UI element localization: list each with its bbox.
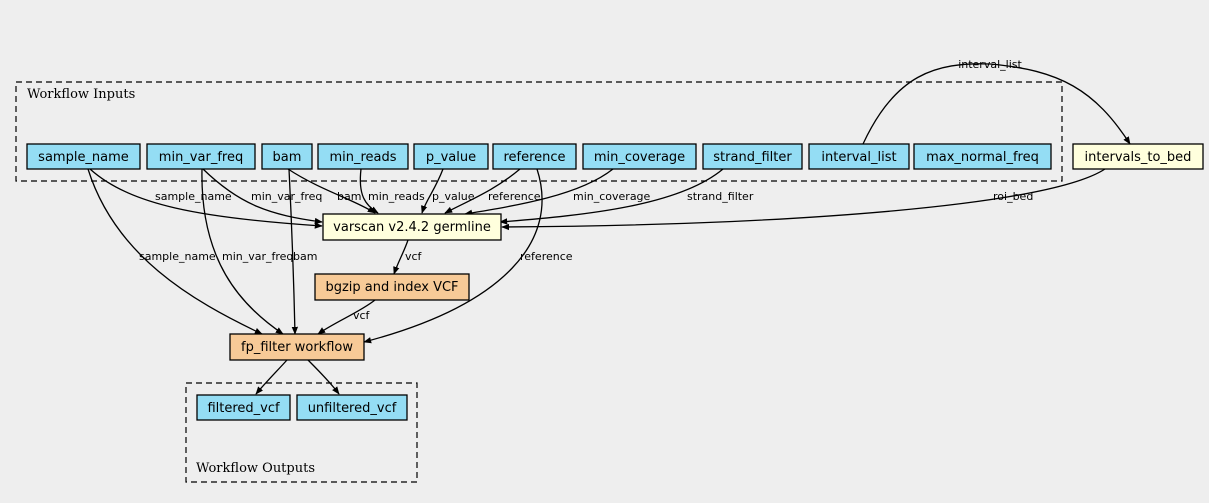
step-fp-filter-workflow[interactable]: fp_filter workflow	[229, 333, 365, 361]
step-bgzip-index-vcf-label: bgzip and index VCF	[325, 280, 458, 295]
input-min-reads-label: min_reads	[329, 150, 396, 165]
input-bam-label: bam	[273, 150, 302, 165]
input-sample-name[interactable]: sample_name	[26, 143, 141, 170]
input-min-reads[interactable]: min_reads	[317, 143, 409, 170]
step-nodes: intervals_to_bed varscan v2.4.2 germline…	[229, 143, 1204, 361]
input-nodes: sample_name min_var_freq bam min_reads p…	[26, 143, 1052, 170]
edge-label-strand-filter-varscan: strand_filter	[687, 190, 754, 203]
output-unfiltered-vcf[interactable]: unfiltered_vcf	[296, 394, 408, 421]
input-min-var-freq[interactable]: min_var_freq	[146, 143, 256, 170]
input-max-normal-freq[interactable]: max_normal_freq	[913, 143, 1052, 170]
edge-sample-name-to-fp-filter	[87, 168, 263, 335]
edge-label-reference-fp: reference	[520, 250, 573, 263]
edge-bgzip-to-fp-filter	[317, 299, 376, 335]
input-strand-filter-label: strand_filter	[713, 150, 792, 165]
input-interval-list-label: interval_list	[821, 150, 896, 165]
edge-fp-filter-to-filtered-vcf	[255, 359, 288, 395]
workflow-inputs-title: Workflow Inputs	[27, 87, 135, 102]
edge-label-sample-name-varscan: sample_name	[155, 190, 232, 203]
step-fp-filter-workflow-label: fp_filter workflow	[241, 340, 353, 355]
step-varscan-germline-label: varscan v2.4.2 germline	[333, 220, 491, 235]
edge-varscan-to-bgzip	[393, 239, 409, 275]
input-p-value[interactable]: p_value	[413, 143, 489, 170]
edge-bam-to-varscan	[287, 168, 376, 214]
edge-strand-filter-to-varscan	[499, 168, 724, 225]
step-varscan-germline[interactable]: varscan v2.4.2 germline	[322, 213, 502, 241]
edge-label-interval-list: interval_list	[958, 58, 1022, 71]
edge-sample-name-to-varscan	[89, 168, 323, 229]
edge-bam-to-fp-filter	[288, 168, 299, 335]
edge-interval-list-to-intervals-to-bed	[862, 63, 1131, 145]
edge-min-var-freq-to-fp-filter	[201, 168, 284, 335]
output-filtered-vcf-label: filtered_vcf	[207, 401, 280, 416]
step-intervals-to-bed-label: intervals_to_bed	[1085, 150, 1192, 165]
step-intervals-to-bed[interactable]: intervals_to_bed	[1072, 143, 1204, 170]
input-sample-name-label: sample_name	[38, 150, 129, 165]
edge-label-p-value-varscan: p_value	[432, 190, 475, 203]
edge-label-min-var-freq-varscan: min_var_freq	[251, 190, 322, 203]
edge-label-bam-fp: bam	[293, 250, 317, 263]
edge-label-min-var-freq-fp: min_var_freq	[222, 250, 293, 263]
edge-min-coverage-to-varscan	[464, 168, 614, 216]
edge-fp-filter-to-unfiltered-vcf	[307, 359, 340, 395]
edge-reference-to-varscan	[444, 168, 521, 214]
input-min-coverage-label: min_coverage	[594, 150, 685, 165]
input-p-value-label: p_value	[426, 150, 476, 165]
workflow-outputs-title: Workflow Outputs	[196, 461, 315, 476]
input-reference[interactable]: reference	[492, 143, 577, 170]
edge-label-reference-varscan: reference	[488, 190, 541, 203]
workflow-outputs-cluster: Workflow Outputs	[185, 382, 418, 483]
edge-min-var-freq-to-varscan	[202, 168, 323, 225]
input-interval-list[interactable]: interval_list	[808, 143, 910, 170]
input-max-normal-freq-label: max_normal_freq	[926, 150, 1039, 165]
edge-intervals-to-bed-to-varscan	[501, 168, 1106, 231]
input-min-coverage[interactable]: min_coverage	[582, 143, 697, 170]
edge-label-roi-bed: roi_bed	[993, 190, 1033, 203]
input-strand-filter[interactable]: strand_filter	[702, 143, 803, 170]
output-filtered-vcf[interactable]: filtered_vcf	[196, 394, 291, 421]
input-bam[interactable]: bam	[261, 143, 313, 170]
edge-label-sample-name-fp: sample_name	[139, 250, 216, 263]
edge-label-min-reads-varscan: min_reads	[368, 190, 425, 203]
edge-p-value-to-varscan	[421, 168, 444, 214]
workflow-inputs-cluster: Workflow Inputs	[15, 81, 1063, 182]
edge-label-bam-varscan: bam	[337, 190, 361, 203]
output-unfiltered-vcf-label: unfiltered_vcf	[308, 401, 397, 416]
edge-label-min-coverage-varscan: min_coverage	[573, 190, 651, 203]
output-nodes: filtered_vcf unfiltered_vcf	[196, 394, 408, 421]
step-bgzip-index-vcf[interactable]: bgzip and index VCF	[314, 273, 470, 301]
edge-label-vcf-varscan-bgzip: vcf	[405, 250, 423, 263]
edge-reference-to-fp-filter	[363, 168, 543, 344]
input-reference-label: reference	[503, 150, 565, 165]
edge-min-reads-to-varscan	[359, 168, 379, 214]
input-min-var-freq-label: min_var_freq	[159, 150, 243, 165]
edges: interval_list sample_name min_var_freq b…	[87, 58, 1131, 395]
edge-label-vcf-bgzip-fp: vcf	[353, 309, 371, 322]
